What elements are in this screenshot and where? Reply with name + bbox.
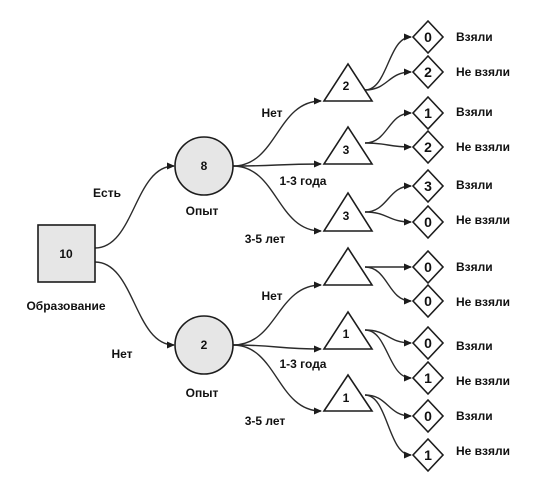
edge-label-bottom-3-5: 3-5 лет	[245, 414, 286, 428]
root-value: 10	[59, 247, 73, 261]
outcome-diamond: 3	[411, 168, 445, 204]
outcome-label: Взяли	[456, 30, 493, 44]
connector-arrow	[364, 109, 412, 144]
edge-label-bottom-1-3: 1-3 года	[280, 357, 327, 371]
root-square	[37, 224, 96, 283]
outcome-diamond: 0	[411, 398, 445, 434]
connector-arrow	[232, 160, 322, 168]
edge-label-education-no: Нет	[111, 347, 132, 361]
connector-arrow	[364, 68, 412, 91]
edge-label-top-1-3: 1-3 года	[280, 174, 327, 188]
connector-arrow	[364, 266, 412, 305]
connector-arrow	[232, 344, 322, 415]
outcome-label: Не взяли	[456, 213, 510, 227]
svg-text:0: 0	[424, 408, 432, 424]
outcome-label: Не взяли	[456, 374, 510, 388]
edge-label-education-yes: Есть	[93, 186, 121, 200]
experience-circle-top	[174, 136, 234, 196]
svg-text:0: 0	[424, 335, 432, 351]
connector-arrow	[364, 329, 412, 382]
svg-text:2: 2	[424, 139, 432, 155]
edges-layer	[94, 33, 412, 459]
connector-arrow	[364, 211, 412, 226]
outcome-label: Не взяли	[456, 444, 510, 458]
experience-label-top: Опыт	[186, 204, 219, 218]
experience-node-bottom: 2 Опыт	[174, 315, 234, 400]
connector-arrow	[232, 281, 322, 346]
connector-arrow	[232, 344, 322, 353]
outcome-label: Не взяли	[456, 140, 510, 154]
experience-label-bottom: Опыт	[186, 386, 219, 400]
connector-arrow	[364, 33, 412, 91]
experience-value-top: 8	[201, 159, 208, 173]
svg-text:0: 0	[424, 293, 432, 309]
connector-arrow	[364, 394, 412, 420]
triangle-value: 2	[343, 79, 350, 93]
experience-node-top: 8 Опыт	[174, 136, 234, 218]
triangle-bottom-1-3: 1	[322, 310, 374, 350]
svg-text:1: 1	[424, 370, 432, 386]
connector-arrow	[232, 165, 322, 235]
svg-text:1: 1	[424, 105, 432, 121]
triangle-top-3-5: 3	[322, 191, 374, 232]
outcome-diamond: 1	[411, 437, 445, 473]
root-node: 10 Образование	[26, 224, 106, 313]
outcome-diamond: 0	[411, 283, 445, 319]
outcome-diamond: 0	[411, 204, 445, 240]
edge-label-top-3-5: 3-5 лет	[245, 232, 286, 246]
svg-text:0: 0	[424, 29, 432, 45]
outcome-diamond: 0	[411, 19, 445, 55]
svg-text:1: 1	[424, 447, 432, 463]
outcome-diamond: 1	[411, 360, 445, 396]
edge-label-bottom-none: Нет	[261, 289, 282, 303]
connector-arrow	[364, 394, 412, 459]
triangle-value: 1	[343, 327, 350, 341]
triangle-value: 1	[343, 391, 350, 405]
outcome-diamond: 2	[411, 129, 445, 165]
triangle-value: 3	[343, 143, 350, 157]
svg-text:0: 0	[424, 259, 432, 275]
connector-arrow	[232, 97, 322, 167]
outcome-diamond: 1	[411, 95, 445, 131]
outcome-label: Взяли	[456, 178, 493, 192]
connector-arrow	[94, 261, 175, 349]
connector-arrow	[364, 182, 412, 213]
experience-circle-bottom	[174, 315, 234, 375]
root-label: Образование	[26, 299, 105, 313]
svg-text:2: 2	[424, 64, 432, 80]
outcome-diamond: 0	[411, 249, 445, 285]
triangle-top-1-3: 3	[322, 125, 374, 165]
outcome-label: Не взяли	[456, 295, 510, 309]
outcome-label: Взяли	[456, 105, 493, 119]
outcome-label: Взяли	[456, 409, 493, 423]
connector-arrow	[364, 142, 412, 151]
edge-label-top-none: Нет	[261, 106, 282, 120]
triangle-value: 3	[343, 209, 350, 223]
connector-arrow	[94, 162, 175, 249]
outcome-label: Не взяли	[456, 65, 510, 79]
outcome-diamond: 0	[411, 325, 445, 361]
triangle-top-none: 2	[322, 62, 374, 102]
experience-value-bottom: 2	[201, 338, 208, 352]
outcome-label: Взяли	[456, 260, 493, 274]
outcome-diamond: 2	[411, 54, 445, 90]
triangle-bottom-none	[322, 246, 374, 286]
svg-text:0: 0	[424, 214, 432, 230]
outcome-label: Взяли	[456, 339, 493, 353]
svg-text:3: 3	[424, 178, 432, 194]
triangle-bottom-3-5: 1	[322, 373, 374, 412]
